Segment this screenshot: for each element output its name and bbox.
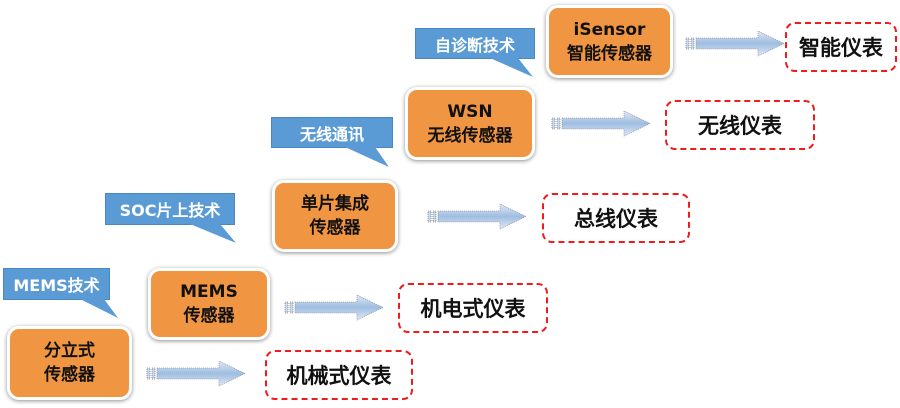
sensor-line2: 无线传感器 [427,125,513,146]
sensor-line1: MEMS [180,282,238,302]
instrument-box-mechanical: 机械式仪表 [265,350,413,400]
sensor-line2: 传感器 [309,218,361,238]
arrow-right-icon [427,203,527,230]
sensor-line2: 传感器 [44,365,95,385]
sensor-line1: 分立式 [44,341,95,361]
instrument-label: 机械式仪表 [286,364,392,388]
instrument-label: 无线仪表 [698,114,782,138]
callout-wireless-comm: 无线通讯 [271,117,393,148]
callout-label: SOC片上技术 [119,201,221,220]
sensor-line1: iSensor [573,19,646,40]
sensor-line1: WSN [447,101,493,122]
instrument-box-bus: 总线仪表 [542,193,690,243]
sensor-line2: 传感器 [183,306,235,326]
arrow-right-icon [685,30,785,57]
sensor-box-wsn: WSN 无线传感器 [405,87,535,160]
instrument-box-smart: 智能仪表 [785,22,897,72]
instrument-box-electromechanical: 机电式仪表 [398,283,548,333]
instrument-label: 智能仪表 [799,36,883,60]
instrument-label: 总线仪表 [574,207,658,231]
callout-soc-tech: SOC片上技术 [105,193,235,225]
sensor-box-discrete: 分立式 传感器 [7,326,132,400]
callout-mems-tech: MEMS技术 [3,268,110,300]
callout-label: MEMS技术 [13,276,100,295]
arrow-right-icon [284,294,384,321]
callout-self-diagnosis: 自诊断技术 [415,28,535,59]
sensor-box-isensor: iSensor 智能传感器 [546,5,673,78]
sensor-line2: 智能传感器 [567,43,652,64]
sensor-box-mems: MEMS 传感器 [148,268,270,340]
callout-label: 自诊断技术 [434,35,515,55]
sensor-box-monolithic: 单片集成 传感器 [272,180,398,252]
sensor-line1: 单片集成 [301,194,369,214]
callout-label: 无线通讯 [299,124,364,144]
instrument-box-wireless: 无线仪表 [665,100,815,150]
arrow-right-icon [146,360,246,387]
instrument-label: 机电式仪表 [420,297,526,321]
arrow-right-icon [551,110,651,137]
